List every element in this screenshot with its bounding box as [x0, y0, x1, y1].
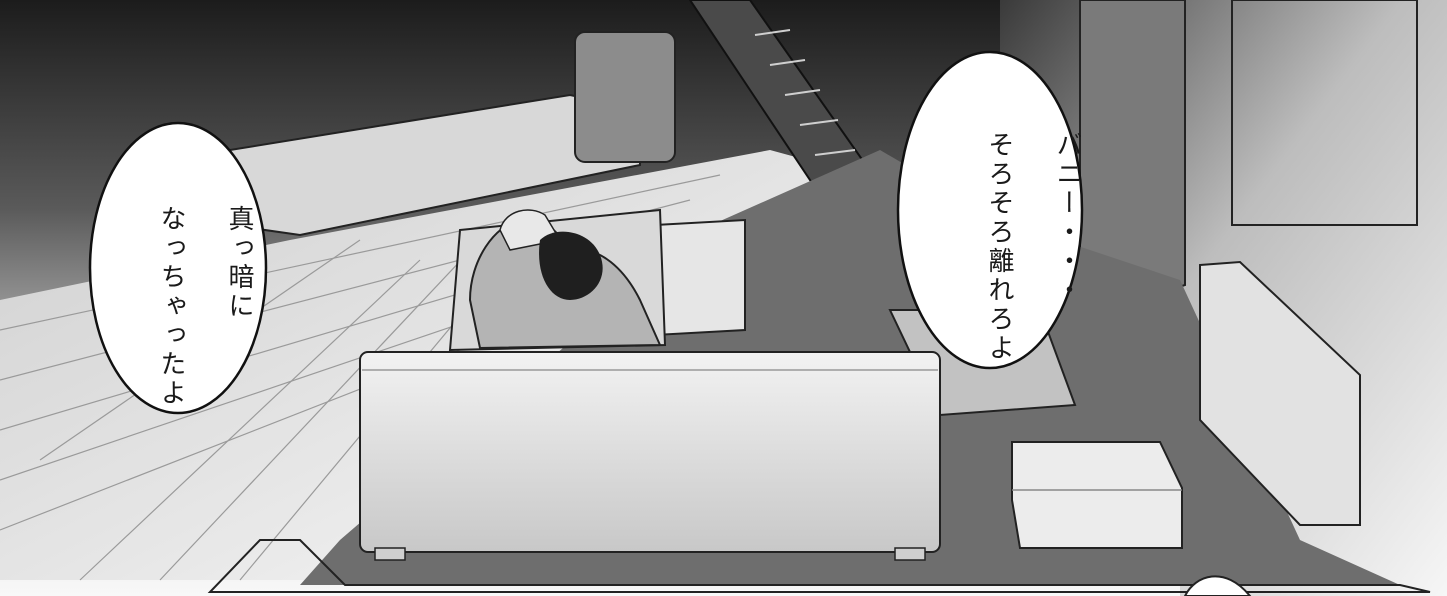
left-bubble-text: 真っ暗に なっちゃったよ	[120, 160, 290, 408]
speech-bubble-left	[88, 121, 268, 415]
back-sofa-arm	[654, 218, 746, 337]
speech-bubble-right	[896, 50, 1084, 370]
radiator	[1199, 260, 1361, 526]
rug-border	[207, 539, 1431, 593]
ottoman	[1011, 441, 1183, 549]
stair-steps	[754, 29, 856, 156]
main-sofa	[359, 351, 941, 553]
left-line-1: 真っ暗に	[224, 205, 254, 322]
partial-speech-bubble	[1183, 575, 1252, 596]
right-line-1: バニー・・・	[1052, 131, 1082, 306]
left-line-2: なっちゃったよ	[156, 205, 186, 409]
right-line-2: そろそろ離れろよ	[984, 131, 1014, 364]
characters	[468, 209, 662, 350]
wall-window	[1231, 0, 1418, 226]
back-cabinet	[574, 31, 676, 163]
right-bubble-text: バニー・・・ そろそろ離れろよ	[948, 86, 1118, 363]
